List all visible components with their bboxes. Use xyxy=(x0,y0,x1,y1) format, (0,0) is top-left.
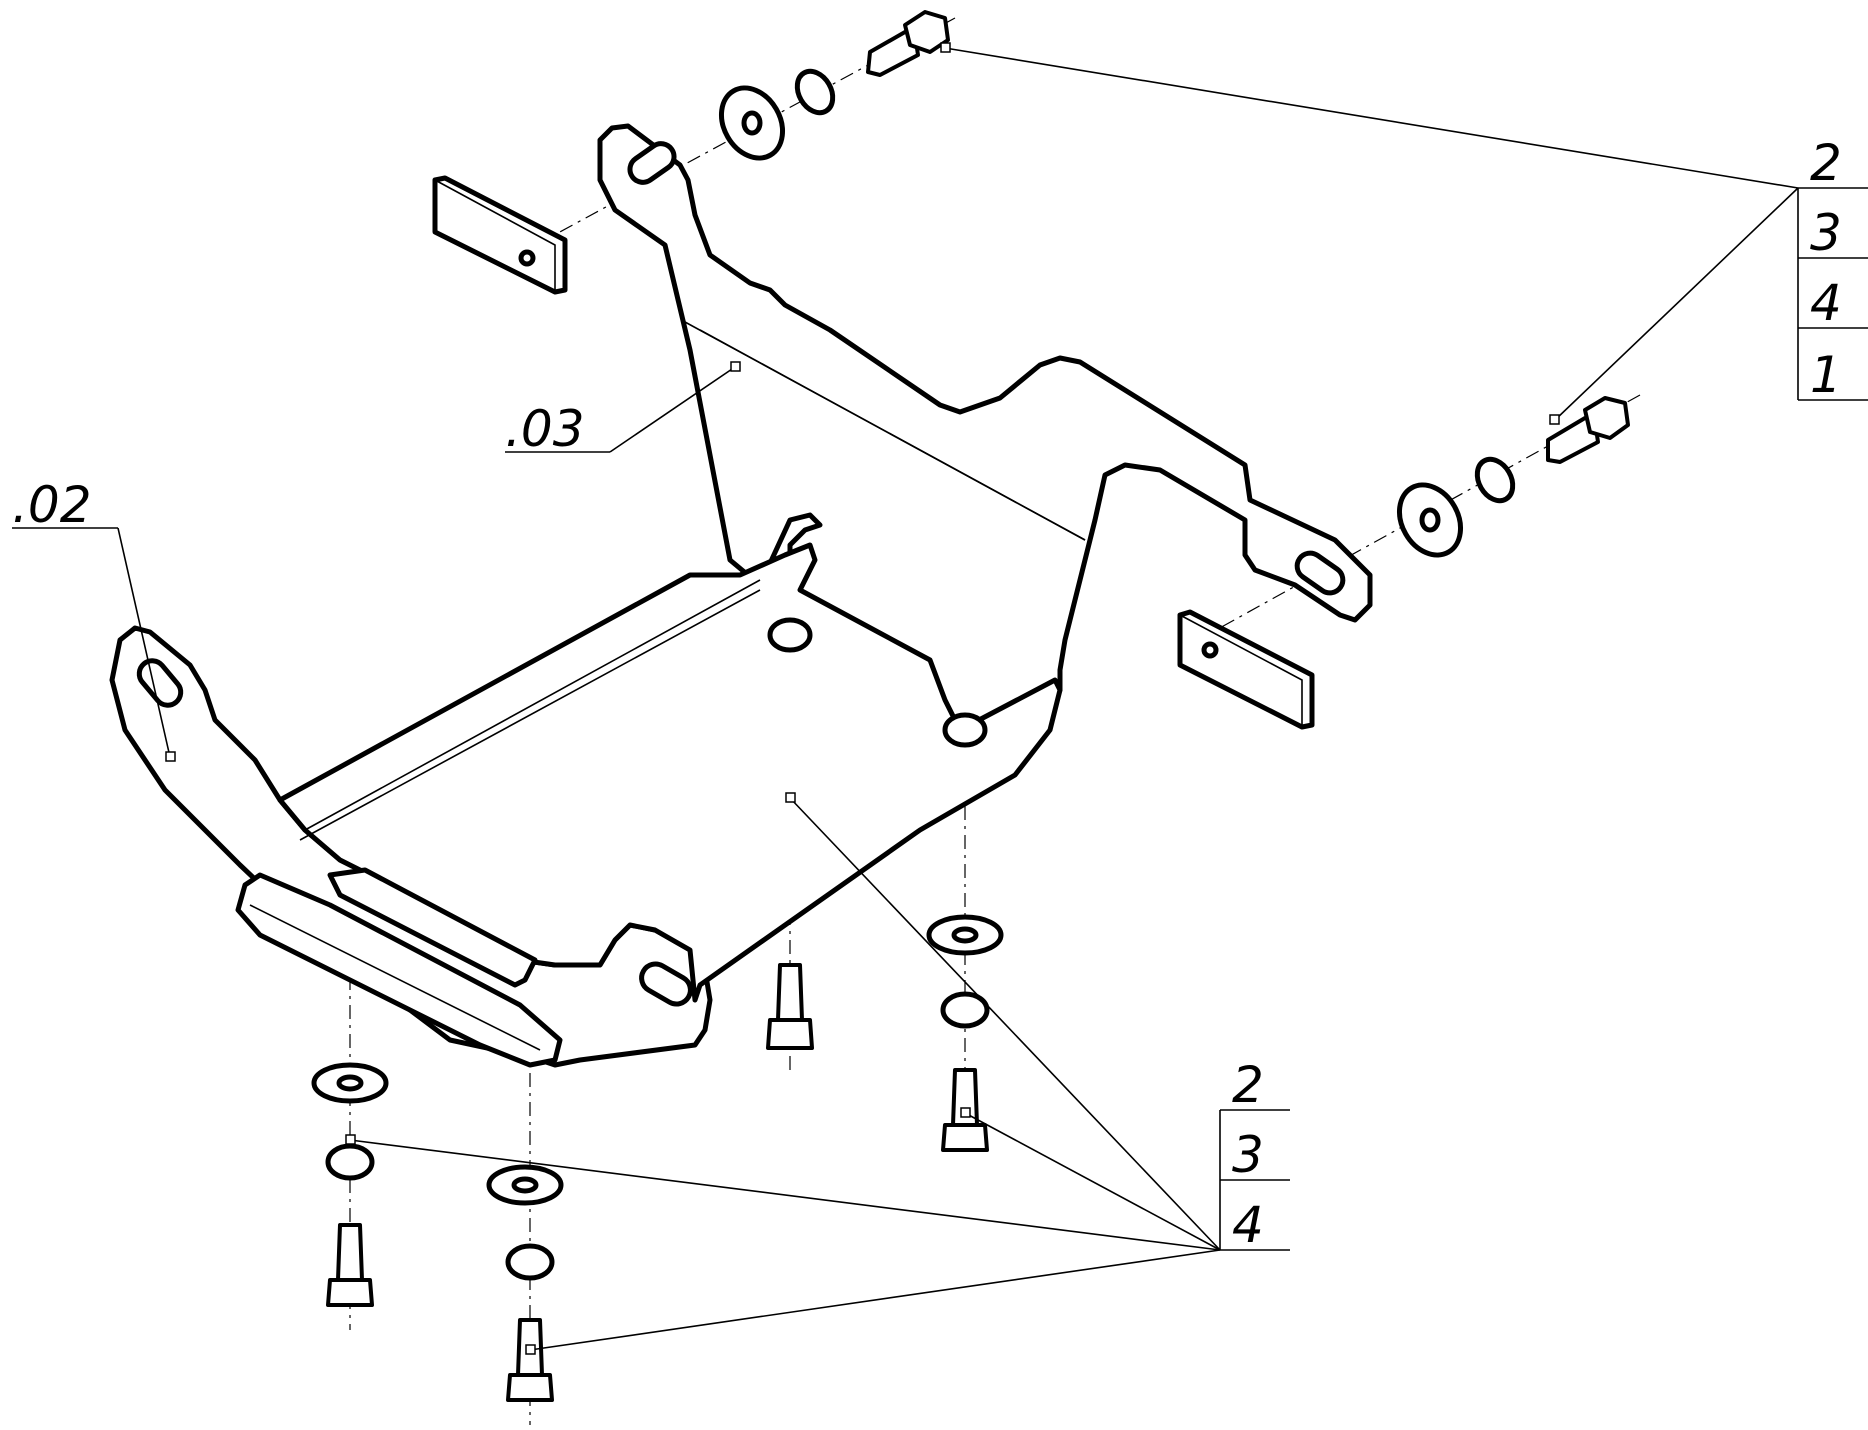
top-table-row-3: 4 xyxy=(1810,274,1842,332)
bottom-table-row-3: 4 xyxy=(1232,1196,1264,1254)
top-table-row-4: 1 xyxy=(1810,346,1842,404)
top-fastener-set-1 xyxy=(719,10,950,161)
label-02: .02 xyxy=(12,476,92,534)
top-table-row-1: 2 xyxy=(1810,134,1842,192)
bottom-fasteners xyxy=(311,617,1004,1402)
bracket-slots xyxy=(136,141,1346,1007)
top-callout-table xyxy=(1797,188,1868,401)
top-table-row-2: 3 xyxy=(1810,204,1842,262)
bottom-table-row-1: 2 xyxy=(1232,1056,1264,1114)
spacer-bars xyxy=(432,175,1315,730)
skid-plate xyxy=(109,123,1373,1068)
label-03: .03 xyxy=(505,400,585,458)
leader-lines xyxy=(12,42,1868,1355)
bottom-callout-table xyxy=(1219,1109,1290,1250)
bottom-table-row-2: 3 xyxy=(1232,1126,1264,1184)
top-fastener-set-2 xyxy=(1397,396,1630,558)
